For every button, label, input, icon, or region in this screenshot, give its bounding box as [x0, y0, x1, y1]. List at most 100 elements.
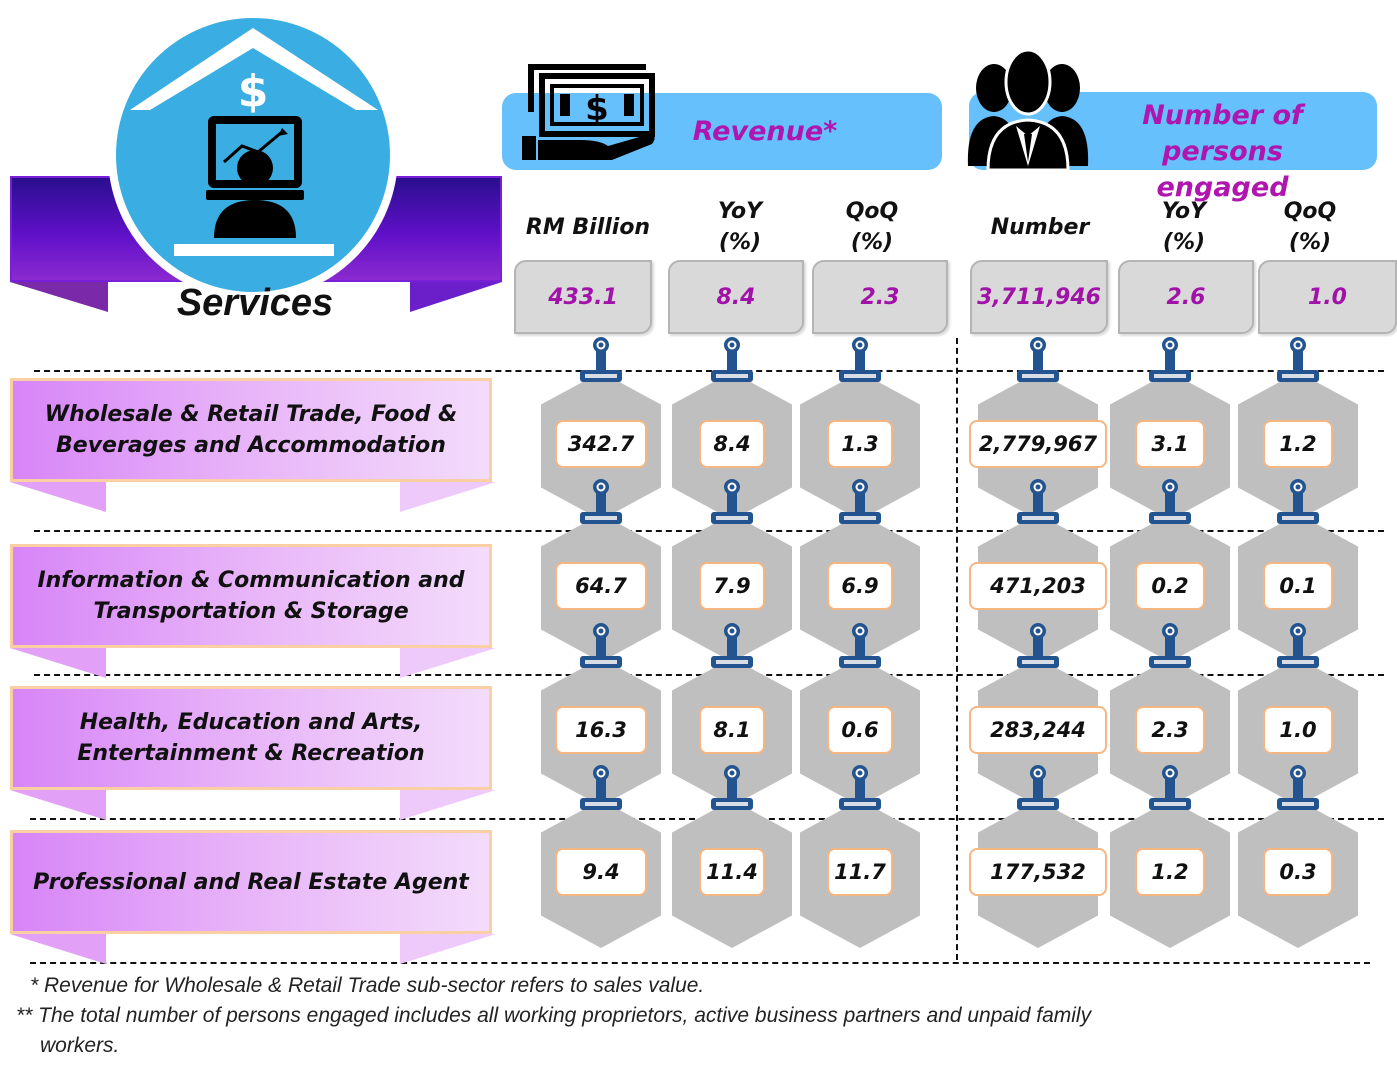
col-header-rm-billion: RM Billion	[520, 212, 656, 243]
binder-clip-icon	[1015, 622, 1061, 670]
footnote-revenue: * Revenue for Wholesale & Retail Trade s…	[30, 974, 705, 997]
total-persons-number: 3,711,946	[970, 260, 1108, 334]
house-computer-person-icon: $	[130, 28, 378, 256]
binder-clip-icon	[837, 478, 883, 526]
money-in-hand-icon: $	[520, 62, 660, 164]
binder-clip-icon	[709, 336, 755, 384]
value-persons-number: 471,203	[969, 562, 1107, 610]
ribbon-tail-right	[410, 282, 502, 312]
value-revenue-rm-billion: 342.7	[555, 420, 647, 468]
binder-clip-icon	[1275, 478, 1321, 526]
sector-tail-right	[400, 790, 496, 820]
sector-tail-left	[10, 482, 106, 512]
value-revenue-rm-billion: 64.7	[555, 562, 647, 610]
value-revenue-yoy: 7.9	[699, 562, 765, 610]
persons-header-line1: Number of persons	[1142, 100, 1303, 167]
binder-clip-icon	[1015, 478, 1061, 526]
col-header-persons-qoq: QoQ (%)	[1250, 196, 1370, 258]
footnote-persons: ** The total number of persons engaged i…	[16, 1004, 1092, 1027]
total-revenue-rm-billion: 433.1	[514, 260, 652, 334]
sector-label-wholesale: Wholesale & Retail Trade, Food &Beverage…	[10, 378, 492, 482]
binder-clip-icon	[1147, 622, 1193, 670]
sector-tail-left	[10, 934, 106, 964]
sector-name-line1: Information & Communication and	[37, 568, 465, 593]
services-logo: $	[108, 10, 398, 300]
binder-clip-icon	[578, 622, 624, 670]
binder-clip-icon	[837, 336, 883, 384]
binder-clip-icon	[1147, 764, 1193, 812]
col-header-label: Number	[990, 215, 1090, 240]
sector-name-line2: Entertainment & Recreation	[77, 741, 425, 766]
footnote-persons-cont: workers.	[40, 1034, 120, 1057]
col-header-revenue-qoq: QoQ (%)	[812, 196, 932, 258]
binder-clip-icon	[837, 622, 883, 670]
value-revenue-yoy: 8.4	[699, 420, 765, 468]
col-header-number: Number	[972, 212, 1108, 243]
binder-clip-icon	[709, 764, 755, 812]
col-header-label: RM Billion	[525, 215, 651, 240]
binder-clip-icon	[1147, 336, 1193, 384]
sector-tail-right	[400, 482, 496, 512]
value-persons-qoq: 1.2	[1263, 420, 1333, 468]
page-title: Services	[176, 282, 334, 324]
total-revenue-yoy: 8.4	[668, 260, 804, 334]
col-header-revenue-yoy: YoY (%)	[680, 196, 800, 258]
value-revenue-qoq: 6.9	[827, 562, 893, 610]
column-divider	[956, 338, 958, 960]
binder-clip-icon	[578, 478, 624, 526]
value-persons-yoy: 3.1	[1135, 420, 1205, 468]
binder-clip-icon	[578, 336, 624, 384]
value-revenue-qoq: 1.3	[827, 420, 893, 468]
persons-header-line2: engaged	[1156, 172, 1289, 203]
binder-clip-icon	[1015, 764, 1061, 812]
sector-tail-right	[400, 934, 496, 964]
value-revenue-qoq: 0.6	[827, 706, 893, 754]
binder-clip-icon	[1147, 478, 1193, 526]
value-persons-qoq: 0.3	[1263, 848, 1333, 896]
row-divider	[30, 962, 1370, 964]
value-persons-yoy: 2.3	[1135, 706, 1205, 754]
value-revenue-yoy: 8.1	[699, 706, 765, 754]
value-persons-number: 177,532	[969, 848, 1107, 896]
binder-clip-icon	[709, 478, 755, 526]
total-persons-yoy: 2.6	[1118, 260, 1254, 334]
col-header-persons-yoy: YoY (%)	[1124, 196, 1244, 258]
row-divider	[34, 370, 1384, 372]
revenue-header: Revenue*	[692, 116, 838, 147]
sector-name-line2: Transportation & Storage	[93, 599, 409, 624]
col-header-label: QoQ	[1283, 199, 1337, 224]
binder-clip-icon	[1275, 622, 1321, 670]
col-header-unit: (%)	[850, 230, 894, 255]
value-revenue-yoy: 11.4	[699, 848, 765, 896]
binder-clip-icon	[1015, 336, 1061, 384]
value-persons-yoy: 0.2	[1135, 562, 1205, 610]
binder-clip-icon	[1275, 764, 1321, 812]
value-persons-yoy: 1.2	[1135, 848, 1205, 896]
value-persons-number: 2,779,967	[969, 420, 1107, 468]
binder-clip-icon	[578, 764, 624, 812]
value-persons-qoq: 1.0	[1263, 706, 1333, 754]
binder-clip-icon	[709, 622, 755, 670]
ribbon-tail-left	[10, 282, 108, 312]
svg-text:$: $	[238, 66, 269, 117]
sector-label-health: Health, Education and Arts,Entertainment…	[10, 686, 492, 790]
value-revenue-qoq: 11.7	[827, 848, 893, 896]
value-persons-number: 283,244	[969, 706, 1107, 754]
sector-name-line1: Professional and Real Estate Agent	[33, 869, 469, 895]
value-revenue-rm-billion: 9.4	[555, 848, 647, 896]
binder-clip-icon	[1275, 336, 1321, 384]
col-header-label: QoQ	[845, 199, 899, 224]
svg-text:$: $	[585, 89, 609, 129]
col-header-label: YoY	[717, 199, 763, 224]
value-persons-qoq: 0.1	[1263, 562, 1333, 610]
sector-name-line2: Beverages and Accommodation	[56, 433, 446, 458]
persons-header: Number of persons engaged	[1080, 98, 1365, 206]
col-header-unit: (%)	[1288, 230, 1332, 255]
sector-label-professional: Professional and Real Estate Agent	[10, 830, 492, 934]
total-revenue-qoq: 2.3	[812, 260, 948, 334]
col-header-unit: (%)	[718, 230, 762, 255]
group-of-people-icon	[966, 46, 1090, 172]
binder-clip-icon	[837, 764, 883, 812]
total-persons-qoq: 1.0	[1258, 260, 1397, 334]
